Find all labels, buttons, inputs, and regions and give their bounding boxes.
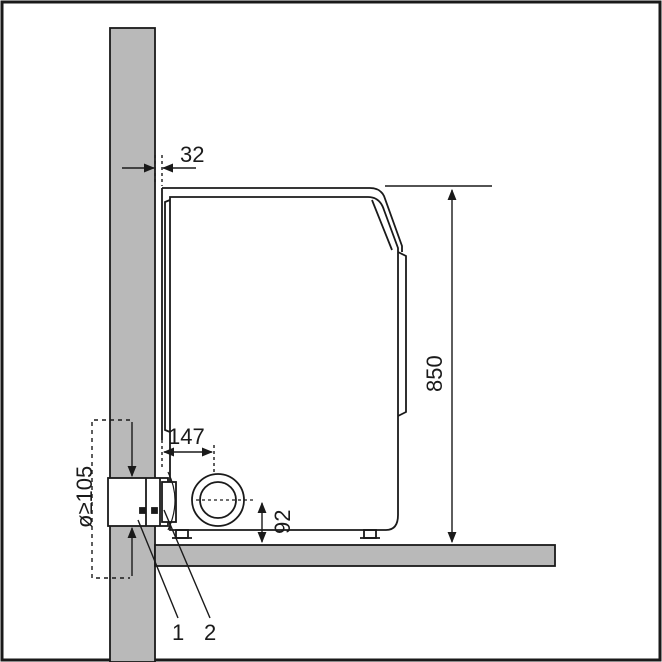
dim-hole-diameter xyxy=(91,419,137,579)
floor xyxy=(154,544,556,567)
dim-duct-offset-label: 147 xyxy=(168,424,205,449)
callout-2: 2 xyxy=(204,620,216,645)
dryer-appliance xyxy=(161,187,407,539)
callout-leaders xyxy=(137,509,211,619)
callout-1: 1 xyxy=(172,620,184,645)
dim-wall-gap-label: 32 xyxy=(180,142,204,167)
dim-duct-offset xyxy=(161,440,215,478)
exhaust-duct xyxy=(191,473,256,527)
dim-height-label: 850 xyxy=(422,355,447,392)
dim-duct-height-label: 92 xyxy=(270,510,295,534)
wall-duct-sleeve xyxy=(107,471,177,531)
dim-height xyxy=(385,185,492,544)
dim-hole-diameter-label: ø≥105 xyxy=(72,466,97,528)
dim-wall-gap xyxy=(122,155,196,186)
